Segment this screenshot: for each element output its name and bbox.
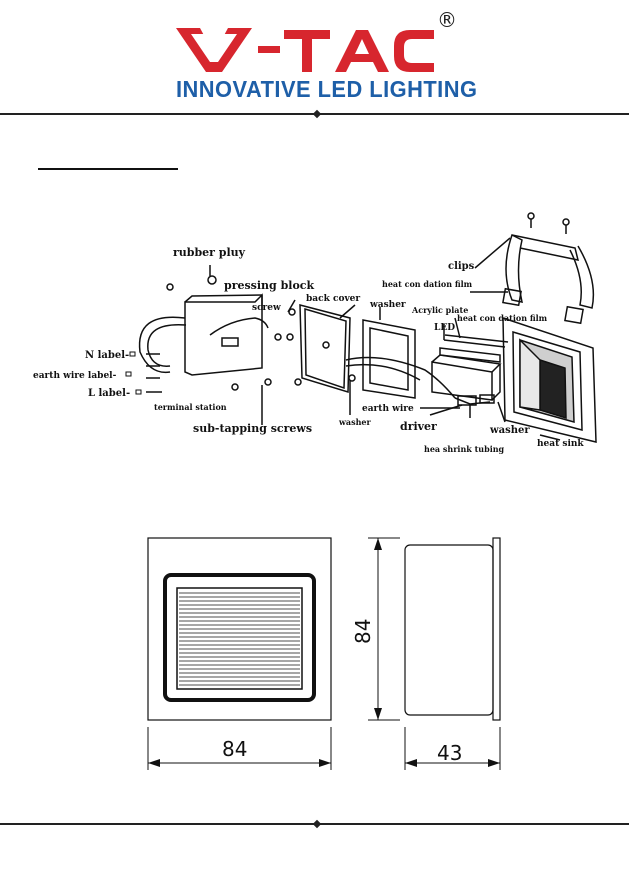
cable xyxy=(138,316,186,374)
back-cover-plate xyxy=(299,304,351,394)
label-heat-sink: heat sink xyxy=(537,439,584,449)
logo-c-shape xyxy=(394,30,434,72)
arrow-front-left xyxy=(148,759,160,767)
terminal-station-box xyxy=(184,293,263,376)
label-earth-wire-label: earth wire label- xyxy=(33,371,117,381)
front-view-louvres xyxy=(179,592,300,686)
dim-side-depth: 43 xyxy=(437,741,462,765)
section-heading-underline xyxy=(38,168,178,170)
registered-mark: ® xyxy=(437,8,457,32)
washer-frame xyxy=(362,319,416,399)
label-acrylic-plate: Acrylic plate xyxy=(411,305,468,315)
arrow-depth-right xyxy=(488,759,500,767)
label-sub-tapping-screws: sub-tapping screws xyxy=(193,422,312,435)
label-clips: clips xyxy=(448,261,475,272)
front-view-inner xyxy=(176,587,303,690)
logo-t-stem xyxy=(302,30,312,72)
dim-side-height: 84 xyxy=(351,619,375,644)
brand-logo xyxy=(176,28,434,72)
logo-dash xyxy=(258,46,280,53)
heat-sink-frame xyxy=(502,316,597,443)
label-screw: screw xyxy=(252,303,281,313)
terminal-slot xyxy=(221,337,239,347)
logo-v-inner xyxy=(191,34,237,62)
dim-front-width: 84 xyxy=(222,737,247,761)
label-led: LED xyxy=(434,323,455,333)
label-pressing-block: pressing block xyxy=(224,279,314,292)
label-heat-film-2: heat con dation film xyxy=(457,313,548,323)
label-n: N label- xyxy=(85,350,129,361)
label-heat-film-1: heat con dation film xyxy=(382,279,473,289)
heat-shrink xyxy=(457,395,477,406)
label-washer-top: washer xyxy=(369,300,406,310)
label-terminal-station: terminal station xyxy=(154,402,227,412)
label-rubber-plug: rubber pluy xyxy=(173,246,246,259)
logo-a-shape xyxy=(335,30,389,72)
arrow-height-top xyxy=(374,538,382,550)
clip-right xyxy=(569,245,595,309)
label-driver: driver xyxy=(400,420,437,433)
side-view-body xyxy=(404,544,494,716)
label-back-cover: back cover xyxy=(306,294,360,304)
label-washer-bottom: washer xyxy=(338,417,371,427)
clip-left xyxy=(505,233,523,303)
label-earth-wire: earth wire xyxy=(362,404,414,414)
label-heat-shrink: hea shrink tubing xyxy=(424,444,505,454)
label-l: L label- xyxy=(88,388,130,399)
led-board xyxy=(439,347,501,363)
front-view-bezel xyxy=(163,573,316,702)
front-view-outer xyxy=(147,537,332,721)
arrow-depth-left xyxy=(405,759,417,767)
arrow-height-bottom xyxy=(374,708,382,720)
arrow-front-right xyxy=(319,759,331,767)
side-view-flange xyxy=(492,537,501,721)
label-washer-right: washer xyxy=(489,425,530,436)
rubber-plug-part xyxy=(207,275,217,285)
